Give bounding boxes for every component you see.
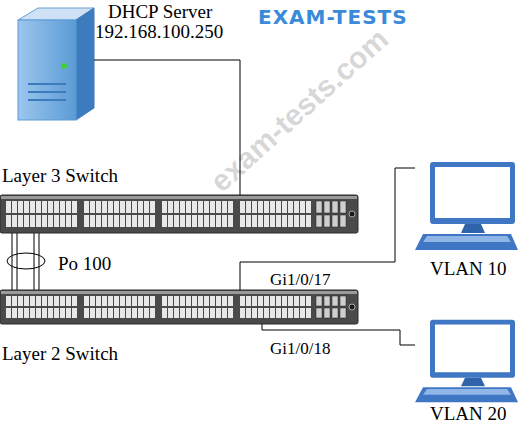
network-link (94, 60, 240, 195)
node-label: Layer 2 Switch (2, 344, 118, 363)
link-wire (34, 233, 35, 290)
node-label: DHCP Server (108, 2, 212, 21)
link-wire (17, 233, 18, 290)
server-icon (18, 8, 94, 120)
pc-icon (415, 318, 518, 404)
switch-icon (0, 195, 358, 233)
port-label: Gi1/0/18 (270, 340, 330, 357)
network-link (240, 168, 415, 290)
port-channel-label: Po 100 (58, 254, 111, 273)
watermark: EXAM-TESTS (258, 7, 408, 27)
watermark: exam-tests.com (205, 23, 394, 197)
server-node: DHCP Server192.168.100.250 (18, 8, 94, 120)
node-label: Layer 3 Switch (2, 166, 118, 185)
port-label: Gi1/0/17 (270, 271, 330, 288)
computer-node: VLAN 20 (415, 318, 518, 404)
node-label: VLAN 20 (430, 404, 507, 423)
link-wire (39, 233, 40, 290)
switch-icon (0, 290, 358, 324)
computer-node: VLAN 10 (415, 160, 518, 252)
pc-icon (415, 160, 518, 252)
ip-address: 192.168.100.250 (95, 22, 223, 41)
switch-node: Layer 3 Switch (0, 195, 358, 233)
port-channel-ellipse (7, 253, 45, 269)
switch-node: Layer 2 Switch (0, 290, 358, 324)
network-link (12, 233, 13, 290)
node-label: VLAN 10 (430, 259, 507, 278)
